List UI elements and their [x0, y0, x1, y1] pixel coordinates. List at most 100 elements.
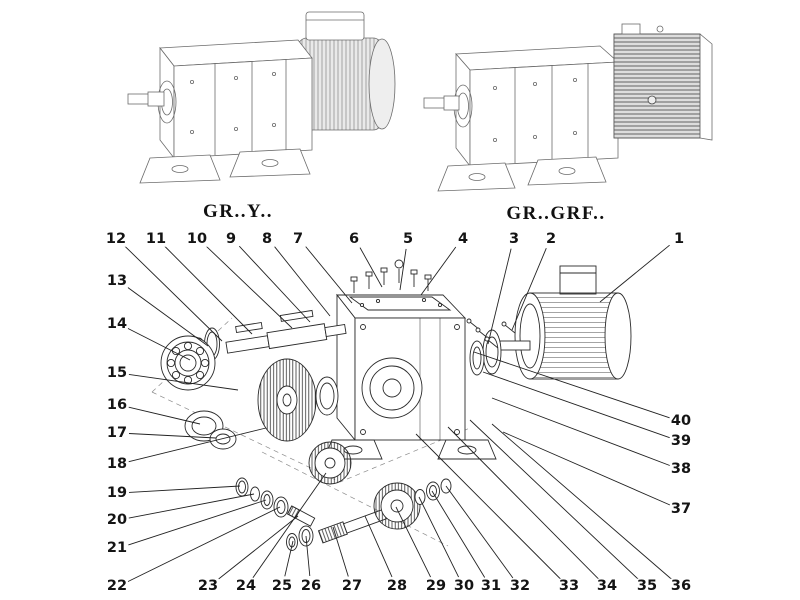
callout-35: 35 — [635, 577, 659, 594]
gearbox-assembled-left — [127, 39, 313, 184]
callout-25: 25 — [270, 577, 294, 594]
callout-19: 19 — [105, 484, 129, 501]
output-shaft-washers — [286, 525, 314, 551]
leader-line-8 — [274, 246, 331, 317]
callout-13: 13 — [105, 272, 129, 289]
callout-37: 37 — [669, 500, 693, 517]
leader-line-39 — [482, 371, 670, 439]
callout-32: 32 — [508, 577, 532, 594]
callout-2: 2 — [544, 230, 558, 247]
callout-10: 10 — [185, 230, 209, 247]
leader-line-38 — [491, 397, 670, 466]
leader-line-24 — [252, 472, 327, 579]
callout-15: 15 — [105, 364, 129, 381]
label-gr-grf: GR..GRF.. — [506, 203, 606, 224]
leader-line-40 — [473, 351, 670, 419]
callout-6: 6 — [347, 230, 361, 247]
leader-line-28 — [364, 515, 393, 578]
leader-line-18 — [128, 427, 267, 463]
leader-line-11 — [164, 245, 253, 335]
callout-31: 31 — [479, 577, 503, 594]
callout-3: 3 — [507, 230, 521, 247]
callout-26: 26 — [299, 577, 323, 594]
leader-line-4 — [420, 246, 457, 296]
motor-assembled-left — [297, 11, 396, 131]
leader-line-26 — [305, 535, 311, 577]
label-gr-y: GR..Y.. — [203, 201, 273, 222]
gearbox-assembled-right — [423, 45, 619, 192]
callout-11: 11 — [144, 230, 168, 247]
ball-bearing — [160, 335, 216, 391]
callout-38: 38 — [669, 460, 693, 477]
leader-line-10 — [205, 245, 293, 329]
callout-8: 8 — [260, 230, 274, 247]
leader-line-2 — [511, 248, 547, 331]
cover-bolts — [350, 259, 432, 293]
assembled-view-gr-grf — [423, 23, 713, 192]
callout-39: 39 — [669, 432, 693, 449]
callout-27: 27 — [340, 577, 364, 594]
callout-1: 1 — [672, 230, 686, 247]
leader-line-21 — [128, 499, 267, 546]
leader-line-31 — [431, 490, 486, 578]
callout-22: 22 — [105, 577, 129, 594]
washer-set — [235, 477, 289, 518]
electric-motor — [499, 265, 632, 380]
callout-12: 12 — [104, 230, 128, 247]
callout-4: 4 — [456, 230, 470, 247]
leader-line-25 — [284, 540, 294, 577]
leader-line-34 — [447, 426, 599, 580]
callout-9: 9 — [224, 230, 238, 247]
flange-bolts — [466, 318, 516, 349]
callout-28: 28 — [385, 577, 409, 594]
callout-16: 16 — [105, 396, 129, 413]
input-bearing-ring — [315, 376, 339, 416]
leader-lines — [124, 244, 673, 583]
helical-gear-large — [257, 358, 317, 442]
leader-line-1 — [599, 244, 670, 303]
callout-17: 17 — [105, 424, 129, 441]
leader-line-20 — [128, 493, 255, 519]
leader-line-12 — [124, 245, 223, 342]
leader-line-7 — [305, 246, 353, 304]
input-shaft — [225, 309, 347, 354]
leader-line-17 — [128, 433, 217, 439]
output-ring-set — [414, 478, 452, 505]
drive-module-assembled-right — [613, 23, 713, 141]
callout-36: 36 — [669, 577, 693, 594]
leader-line-6 — [359, 247, 383, 288]
gear-output — [373, 482, 421, 530]
callout-7: 7 — [291, 230, 305, 247]
leader-line-14 — [127, 327, 191, 361]
leader-line-29 — [395, 506, 432, 578]
leader-line-5 — [399, 248, 407, 291]
leader-line-3 — [487, 248, 512, 345]
callout-24: 24 — [234, 577, 258, 594]
callout-33: 33 — [557, 577, 581, 594]
leader-line-15 — [128, 373, 239, 391]
leader-line-37 — [502, 431, 671, 506]
leader-line-30 — [418, 496, 460, 578]
callout-14: 14 — [105, 315, 129, 332]
leader-line-27 — [332, 526, 349, 577]
leader-line-36 — [491, 423, 673, 580]
leader-line-16 — [128, 406, 201, 425]
leader-line-32 — [445, 485, 514, 579]
leader-line-9 — [238, 245, 311, 323]
callout-5: 5 — [401, 230, 415, 247]
leader-line-33 — [415, 433, 561, 580]
callout-23: 23 — [196, 577, 220, 594]
callout-18: 18 — [105, 455, 129, 472]
exploded-view — [151, 259, 632, 551]
callout-30: 30 — [452, 577, 476, 594]
callout-29: 29 — [424, 577, 448, 594]
roller-bearing — [184, 410, 237, 450]
assembled-view-gr-y — [127, 11, 396, 184]
leader-line-23 — [217, 515, 299, 581]
gear-intermediate — [308, 441, 352, 485]
leader-line-13 — [126, 286, 209, 347]
callout-40: 40 — [669, 412, 693, 429]
callout-21: 21 — [105, 539, 129, 556]
